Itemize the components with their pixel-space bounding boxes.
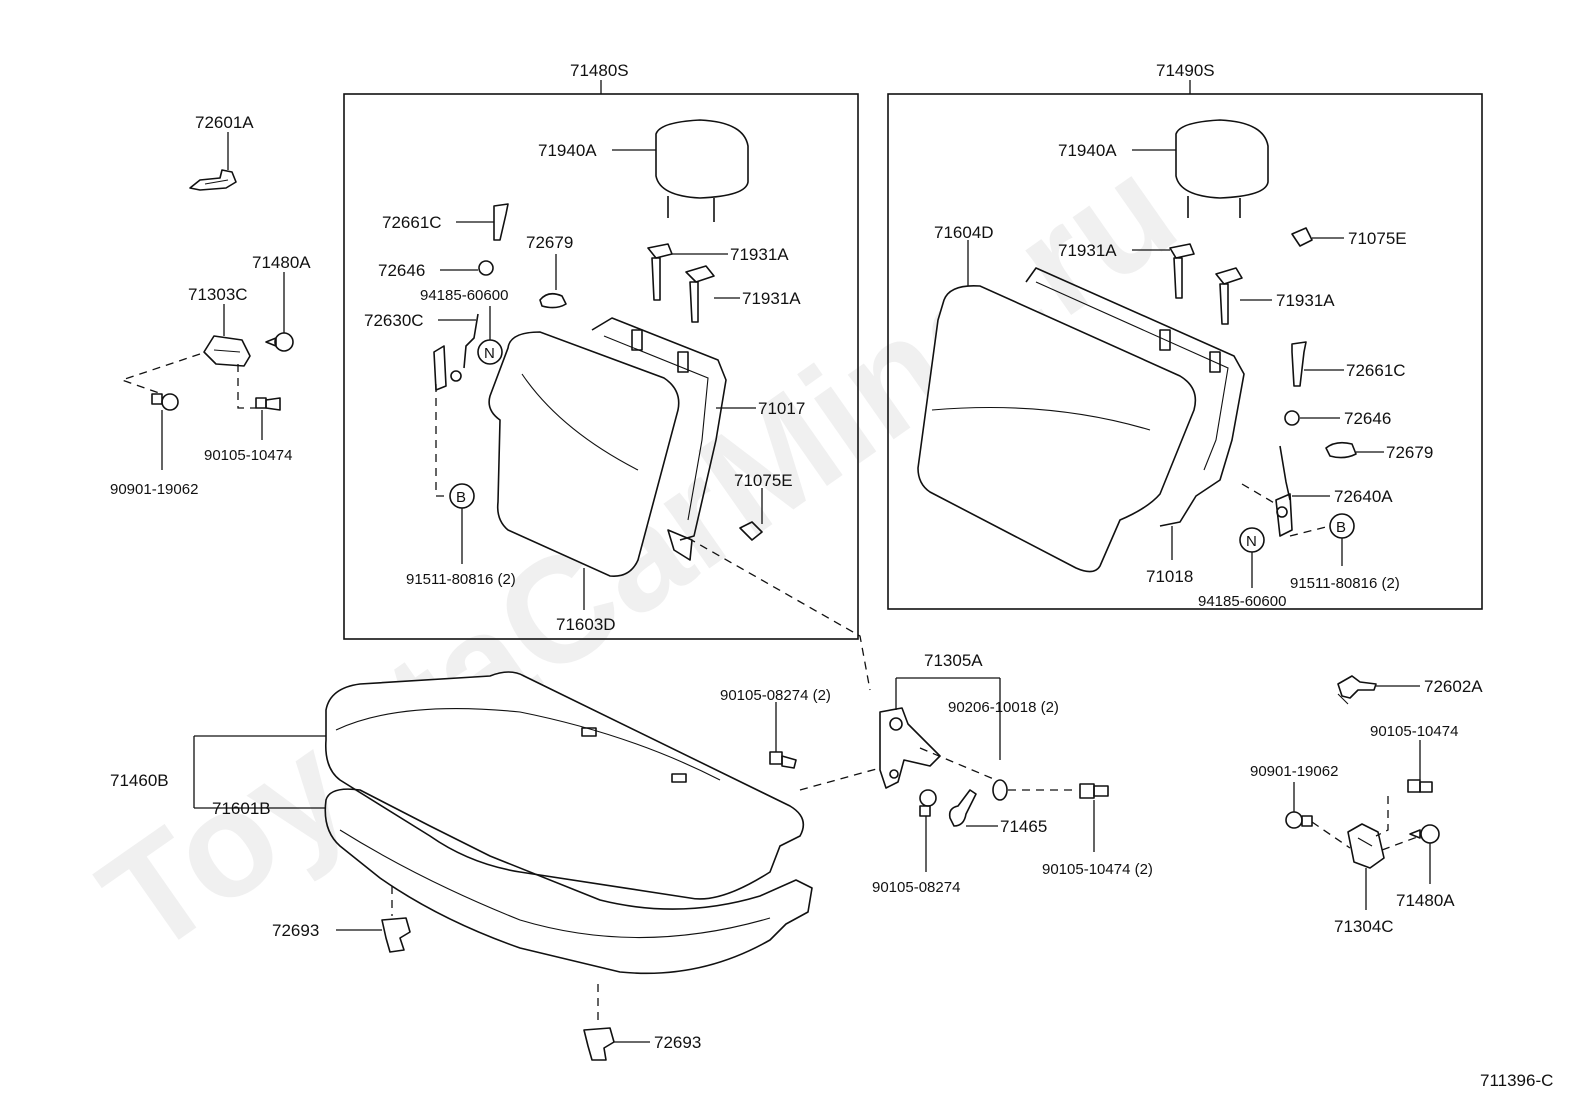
button-72646-right <box>1284 410 1300 426</box>
bolt-90901-19062-left <box>151 393 179 411</box>
label-71931A-left-2: 71931A <box>742 289 801 308</box>
callout-B-left: B <box>449 483 475 509</box>
label-90105-08274-2: 90105-08274 (2) <box>720 687 831 704</box>
headrest-71940A-right <box>1175 119 1269 218</box>
right-seatback-assembly-box <box>887 93 1483 610</box>
knob-72661C-left <box>493 203 509 241</box>
seatback-pad-71603D <box>488 331 680 577</box>
label-72661C-right: 72661C <box>1346 361 1406 380</box>
hinge-71304C <box>1347 823 1385 869</box>
label-71601B: 71601B <box>212 799 271 818</box>
rod-72630C <box>433 313 479 391</box>
label-71305A: 71305A <box>924 651 983 670</box>
label-71018: 71018 <box>1146 567 1193 586</box>
bracket-72602A <box>1337 675 1377 705</box>
label-71465: 71465 <box>1000 817 1047 836</box>
label-71931A-right-1: 71931A <box>1058 241 1117 260</box>
pivot-71480A-right <box>1409 824 1440 844</box>
label-71940A-left: 71940A <box>538 141 597 160</box>
guide-71931A-left-2 <box>685 265 715 323</box>
hinge-71305A <box>879 707 941 789</box>
label-71075E-right: 71075E <box>1348 229 1407 248</box>
clip-72693-b <box>583 1027 615 1061</box>
label-72601A: 72601A <box>195 113 254 132</box>
label-90105-10474-2: 90105-10474 (2) <box>1042 861 1153 878</box>
label-72602A: 72602A <box>1424 677 1483 696</box>
washer-90206-10018 <box>992 779 1008 801</box>
label-71603D: 71603D <box>556 615 616 634</box>
label-90105-08274: 90105-08274 <box>872 879 960 896</box>
label-90901-19062-left: 90901-19062 <box>110 481 198 498</box>
label-71940A-right: 71940A <box>1058 141 1117 160</box>
label-94185-60600-right: 94185-60600 <box>1198 593 1286 610</box>
bolt-90105-08274 <box>919 789 937 817</box>
label-71460B: 71460B <box>110 771 169 790</box>
clip-71075E-right <box>1291 227 1313 247</box>
guide-71931A-right-2 <box>1215 267 1243 325</box>
bracket-72601A <box>189 169 237 191</box>
label-72693-b: 72693 <box>654 1033 701 1052</box>
seat-cushion-71460B <box>324 671 805 900</box>
label-71480A-left: 71480A <box>252 253 311 272</box>
label-72661C-left: 72661C <box>382 213 442 232</box>
hinge-71303C <box>203 335 251 367</box>
label-94185-60600-left: 94185-60600 <box>420 287 508 304</box>
rod-72640A <box>1275 445 1293 537</box>
label-71931A-left-1: 71931A <box>730 245 789 264</box>
clip-72693-a <box>381 917 411 953</box>
headrest-71940A-left <box>655 119 749 222</box>
label-90206-10018: 90206-10018 (2) <box>948 699 1059 716</box>
svg-text:B: B <box>1336 519 1346 536</box>
label-71075E-left: 71075E <box>734 471 793 490</box>
seatback-frame-71018 <box>1025 267 1245 527</box>
bolt-90105-10474-pair <box>1079 783 1109 799</box>
label-71490S: 71490S <box>1156 61 1215 80</box>
label-90105-10474-right: 90105-10474 <box>1370 723 1458 740</box>
cover-72679-left <box>539 292 567 309</box>
seatback-pad-71604D <box>917 284 1197 573</box>
label-71480A-right: 71480A <box>1396 891 1455 910</box>
label-72679-left: 72679 <box>526 233 573 252</box>
label-72646-right: 72646 <box>1344 409 1391 428</box>
label-72646-left: 72646 <box>378 261 425 280</box>
callout-N-left: N <box>477 306 503 365</box>
label-91511-80816-right: 91511-80816 (2) <box>1290 575 1400 592</box>
guide-71931A-right-1 <box>1169 243 1195 299</box>
seatback-frame-71017 <box>591 317 727 561</box>
svg-text:N: N <box>1246 533 1257 550</box>
label-72693-a: 72693 <box>272 921 319 940</box>
label-71604D: 71604D <box>934 223 994 242</box>
label-71931A-right-2: 71931A <box>1276 291 1335 310</box>
seat-frame-71601B <box>324 788 813 975</box>
clip-71075E-left <box>739 521 763 541</box>
bolt-90105-10474-right <box>1407 779 1433 793</box>
label-90105-10474-left: 90105-10474 <box>204 447 292 464</box>
label-72679-right: 72679 <box>1386 443 1433 462</box>
svg-text:N: N <box>484 345 495 362</box>
label-72630C: 72630C <box>364 311 424 330</box>
pivot-71480A-left <box>265 332 294 352</box>
cover-72679-right <box>1325 441 1357 459</box>
label-71480S: 71480S <box>570 61 629 80</box>
guide-71931A-left-1 <box>647 243 673 301</box>
svg-text:B: B <box>456 489 466 506</box>
button-72646-left <box>478 260 494 276</box>
label-71017: 71017 <box>758 399 805 418</box>
callout-B-right: B <box>1329 513 1355 539</box>
label-90901-19062-right: 90901-19062 <box>1250 763 1338 780</box>
label-91511-80816-left: 91511-80816 (2) <box>406 571 516 588</box>
label-71304C: 71304C <box>1334 917 1394 936</box>
bolt-90105-08274-pair <box>769 751 797 769</box>
bolt-90901-19062-right <box>1285 811 1313 829</box>
bolt-90105-10474-left <box>255 397 281 411</box>
callout-N-right: N <box>1239 527 1265 553</box>
label-71303C: 71303C <box>188 285 248 304</box>
knob-72661C-right <box>1291 341 1307 387</box>
drawing-code: 711396-C <box>1480 1071 1553 1090</box>
lever-71465 <box>948 789 977 827</box>
label-72640A: 72640A <box>1334 487 1393 506</box>
